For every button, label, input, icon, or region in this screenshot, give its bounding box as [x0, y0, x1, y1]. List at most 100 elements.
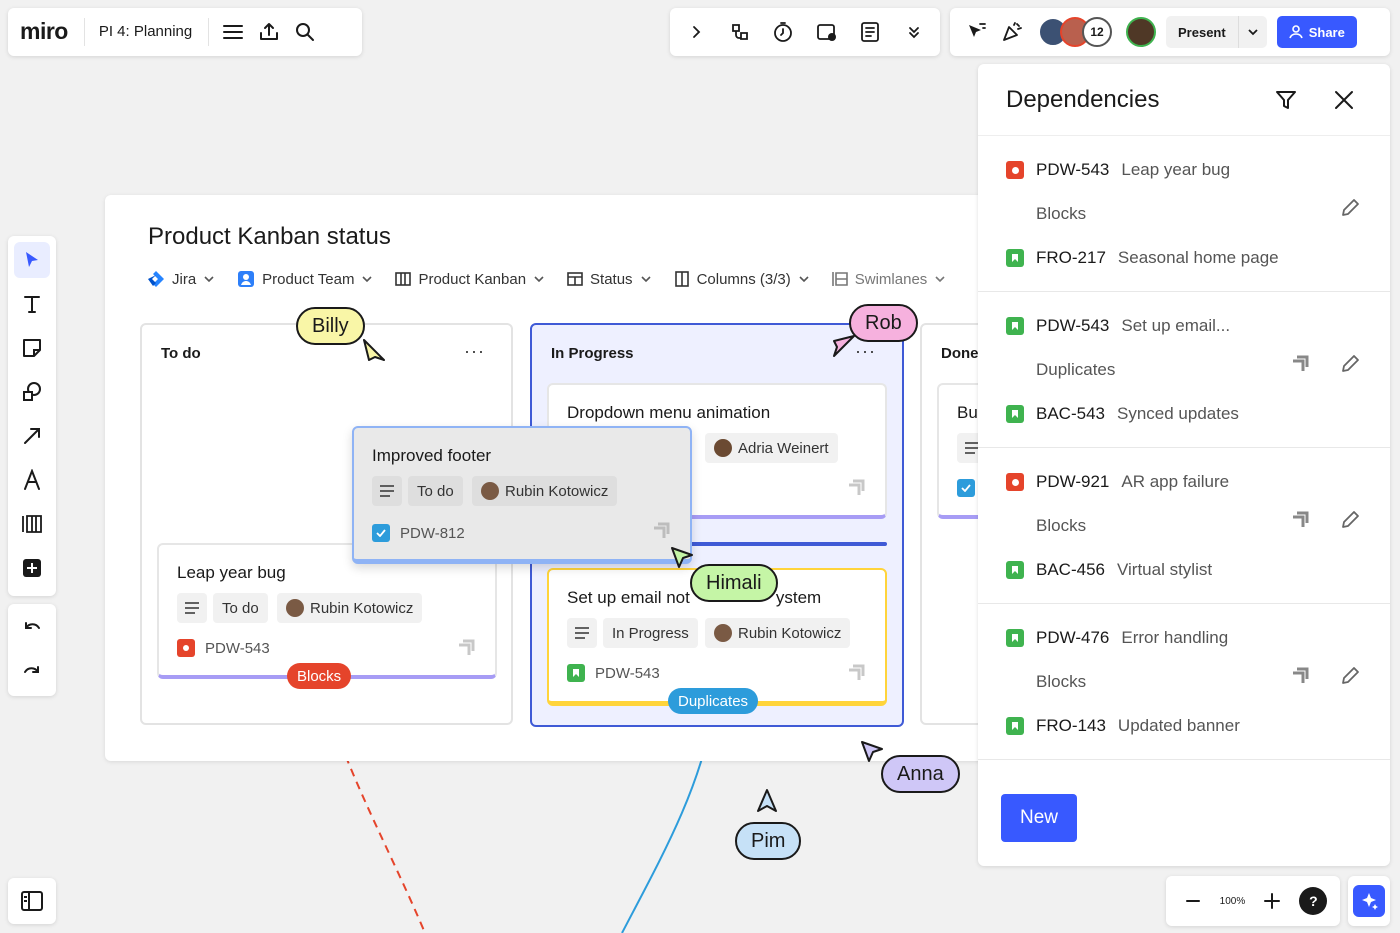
- jira-link-icon[interactable]: [845, 662, 867, 684]
- card-leap-year-bug[interactable]: Leap year bug To do Rubin Kotowicz PDW-5…: [157, 543, 497, 679]
- zoom-in-icon[interactable]: [1258, 887, 1286, 915]
- dependency-to[interactable]: BAC-456 Virtual stylist: [1006, 560, 1212, 580]
- embed-icon[interactable]: [809, 14, 845, 50]
- jira-link-icon[interactable]: [455, 637, 477, 659]
- filter-status[interactable]: Status: [567, 270, 652, 288]
- dependency-to[interactable]: BAC-543 Synced updates: [1006, 404, 1239, 424]
- collaborator-avatars[interactable]: 12: [1038, 17, 1112, 47]
- assignee-chip[interactable]: Rubin Kotowicz: [277, 593, 423, 623]
- notes-icon[interactable]: [852, 14, 888, 50]
- jira-link-icon[interactable]: [1288, 508, 1312, 532]
- dependency-to[interactable]: FRO-143 Updated banner: [1006, 716, 1240, 736]
- add-more-icon[interactable]: [14, 550, 50, 586]
- status-chip[interactable]: In Progress: [603, 618, 698, 648]
- issue-name: Synced updates: [1116, 404, 1239, 423]
- ai-assist-button[interactable]: [1348, 876, 1390, 926]
- card-title: Leap year bug: [177, 563, 286, 582]
- current-user-avatar[interactable]: [1126, 17, 1156, 47]
- sticky-note-icon[interactable]: [14, 330, 50, 366]
- zoom-level[interactable]: 100%: [1219, 895, 1246, 907]
- filter-swimlanes[interactable]: Swimlanes: [831, 270, 947, 288]
- issue-key[interactable]: PDW-543: [567, 664, 660, 682]
- issue-name: Updated banner: [1117, 716, 1240, 735]
- frame-tool-icon[interactable]: [14, 506, 50, 542]
- select-tool-icon[interactable]: [14, 242, 50, 278]
- close-icon[interactable]: [1326, 82, 1362, 118]
- share-button[interactable]: Share: [1276, 16, 1357, 48]
- new-dependency-button[interactable]: New: [1001, 794, 1077, 842]
- blocks-badge[interactable]: Blocks: [287, 663, 352, 689]
- status-chip[interactable]: To do: [213, 593, 268, 623]
- search-icon[interactable]: [287, 14, 323, 50]
- assignee-chip[interactable]: Adria Weinert: [705, 433, 838, 463]
- edit-pencil-icon[interactable]: [1338, 196, 1362, 220]
- dependency-from[interactable]: PDW-543 Set up email...: [1006, 316, 1230, 336]
- arrow-tool-icon[interactable]: [14, 418, 50, 454]
- filter-team[interactable]: Product Team: [237, 270, 373, 288]
- description-icon[interactable]: [567, 618, 597, 648]
- jira-link-icon[interactable]: [650, 520, 672, 542]
- card-title: Bu: [957, 403, 978, 422]
- dependency-item[interactable]: PDW-543 Leap year bug Blocks FRO-217 Sea…: [978, 136, 1390, 292]
- dependency-item[interactable]: PDW-543 Set up email... Duplicates BAC-5…: [978, 292, 1390, 448]
- pen-tool-icon[interactable]: [14, 462, 50, 498]
- export-icon[interactable]: [251, 14, 287, 50]
- dependency-item[interactable]: PDW-921 AR app failure Blocks BAC-456 Vi…: [978, 448, 1390, 604]
- card-improved-footer-dragging[interactable]: Improved footer To do Rubin Kotowicz PDW…: [352, 426, 692, 564]
- menu-icon[interactable]: [215, 14, 251, 50]
- timer-icon[interactable]: [765, 14, 801, 50]
- description-icon[interactable]: [177, 593, 207, 623]
- assignee-name: Rubin Kotowicz: [310, 599, 414, 617]
- zoom-out-icon[interactable]: [1179, 887, 1207, 915]
- issue-name: Leap year bug: [1121, 160, 1231, 179]
- issue-key: PDW-543: [1036, 316, 1110, 335]
- column-more-icon[interactable]: ···: [855, 341, 876, 361]
- edit-pencil-icon[interactable]: [1338, 508, 1362, 532]
- expand-chevron-icon[interactable]: [678, 14, 714, 50]
- help-button[interactable]: ?: [1299, 887, 1328, 915]
- celebrate-icon[interactable]: [994, 14, 1030, 50]
- assignee-chip[interactable]: Rubin Kotowicz: [472, 476, 618, 506]
- follow-cursor-icon[interactable]: [958, 14, 994, 50]
- filter-icon[interactable]: [1268, 82, 1304, 118]
- present-button[interactable]: Present: [1166, 16, 1267, 48]
- duplicates-badge[interactable]: Duplicates: [668, 688, 759, 714]
- task-icon: [957, 479, 975, 497]
- connector-tool-icon[interactable]: [722, 14, 758, 50]
- dependency-to[interactable]: FRO-217 Seasonal home page: [1006, 248, 1279, 268]
- edit-pencil-icon[interactable]: [1338, 352, 1362, 376]
- filter-jira[interactable]: Jira: [147, 270, 215, 288]
- status-chip[interactable]: To do: [408, 476, 463, 506]
- dependency-from[interactable]: PDW-921 AR app failure: [1006, 472, 1229, 492]
- jira-link-icon[interactable]: [1288, 352, 1312, 376]
- dependency-from[interactable]: PDW-476 Error handling: [1006, 628, 1228, 648]
- history-toolbar: [8, 604, 56, 696]
- avatar: [714, 624, 732, 642]
- issue-key[interactable]: PDW-812: [372, 524, 465, 542]
- column-more-icon[interactable]: ···: [464, 341, 485, 361]
- filter-board[interactable]: Product Kanban: [395, 270, 545, 288]
- description-icon[interactable]: [372, 476, 402, 506]
- relation-label: Blocks: [1036, 516, 1087, 535]
- board-name[interactable]: PI 4: Planning: [85, 18, 210, 46]
- board-sidebar-toggle[interactable]: [8, 878, 56, 924]
- jira-link-icon[interactable]: [845, 477, 867, 499]
- miro-logo[interactable]: miro: [20, 18, 85, 46]
- issue-name: AR app failure: [1121, 472, 1230, 491]
- more-tools-chevron-icon[interactable]: [896, 14, 932, 50]
- board-header: miro PI 4: Planning: [8, 8, 362, 56]
- collaborator-count[interactable]: 12: [1082, 17, 1112, 47]
- jira-link-icon[interactable]: [1288, 664, 1312, 688]
- assignee-chip[interactable]: Rubin Kotowicz: [705, 618, 851, 648]
- undo-icon[interactable]: [14, 610, 50, 646]
- chevron-down-icon[interactable]: [1237, 16, 1267, 48]
- dependency-from[interactable]: PDW-543 Leap year bug: [1006, 160, 1230, 180]
- filter-columns[interactable]: Columns (3/3): [674, 270, 810, 288]
- shapes-icon[interactable]: [14, 374, 50, 410]
- redo-icon[interactable]: [14, 654, 50, 690]
- text-tool-icon[interactable]: [14, 286, 50, 322]
- edit-pencil-icon[interactable]: [1338, 664, 1362, 688]
- dependency-item[interactable]: PDW-476 Error handling Blocks FRO-143 Up…: [978, 604, 1390, 760]
- issue-key[interactable]: PDW-543: [177, 639, 270, 657]
